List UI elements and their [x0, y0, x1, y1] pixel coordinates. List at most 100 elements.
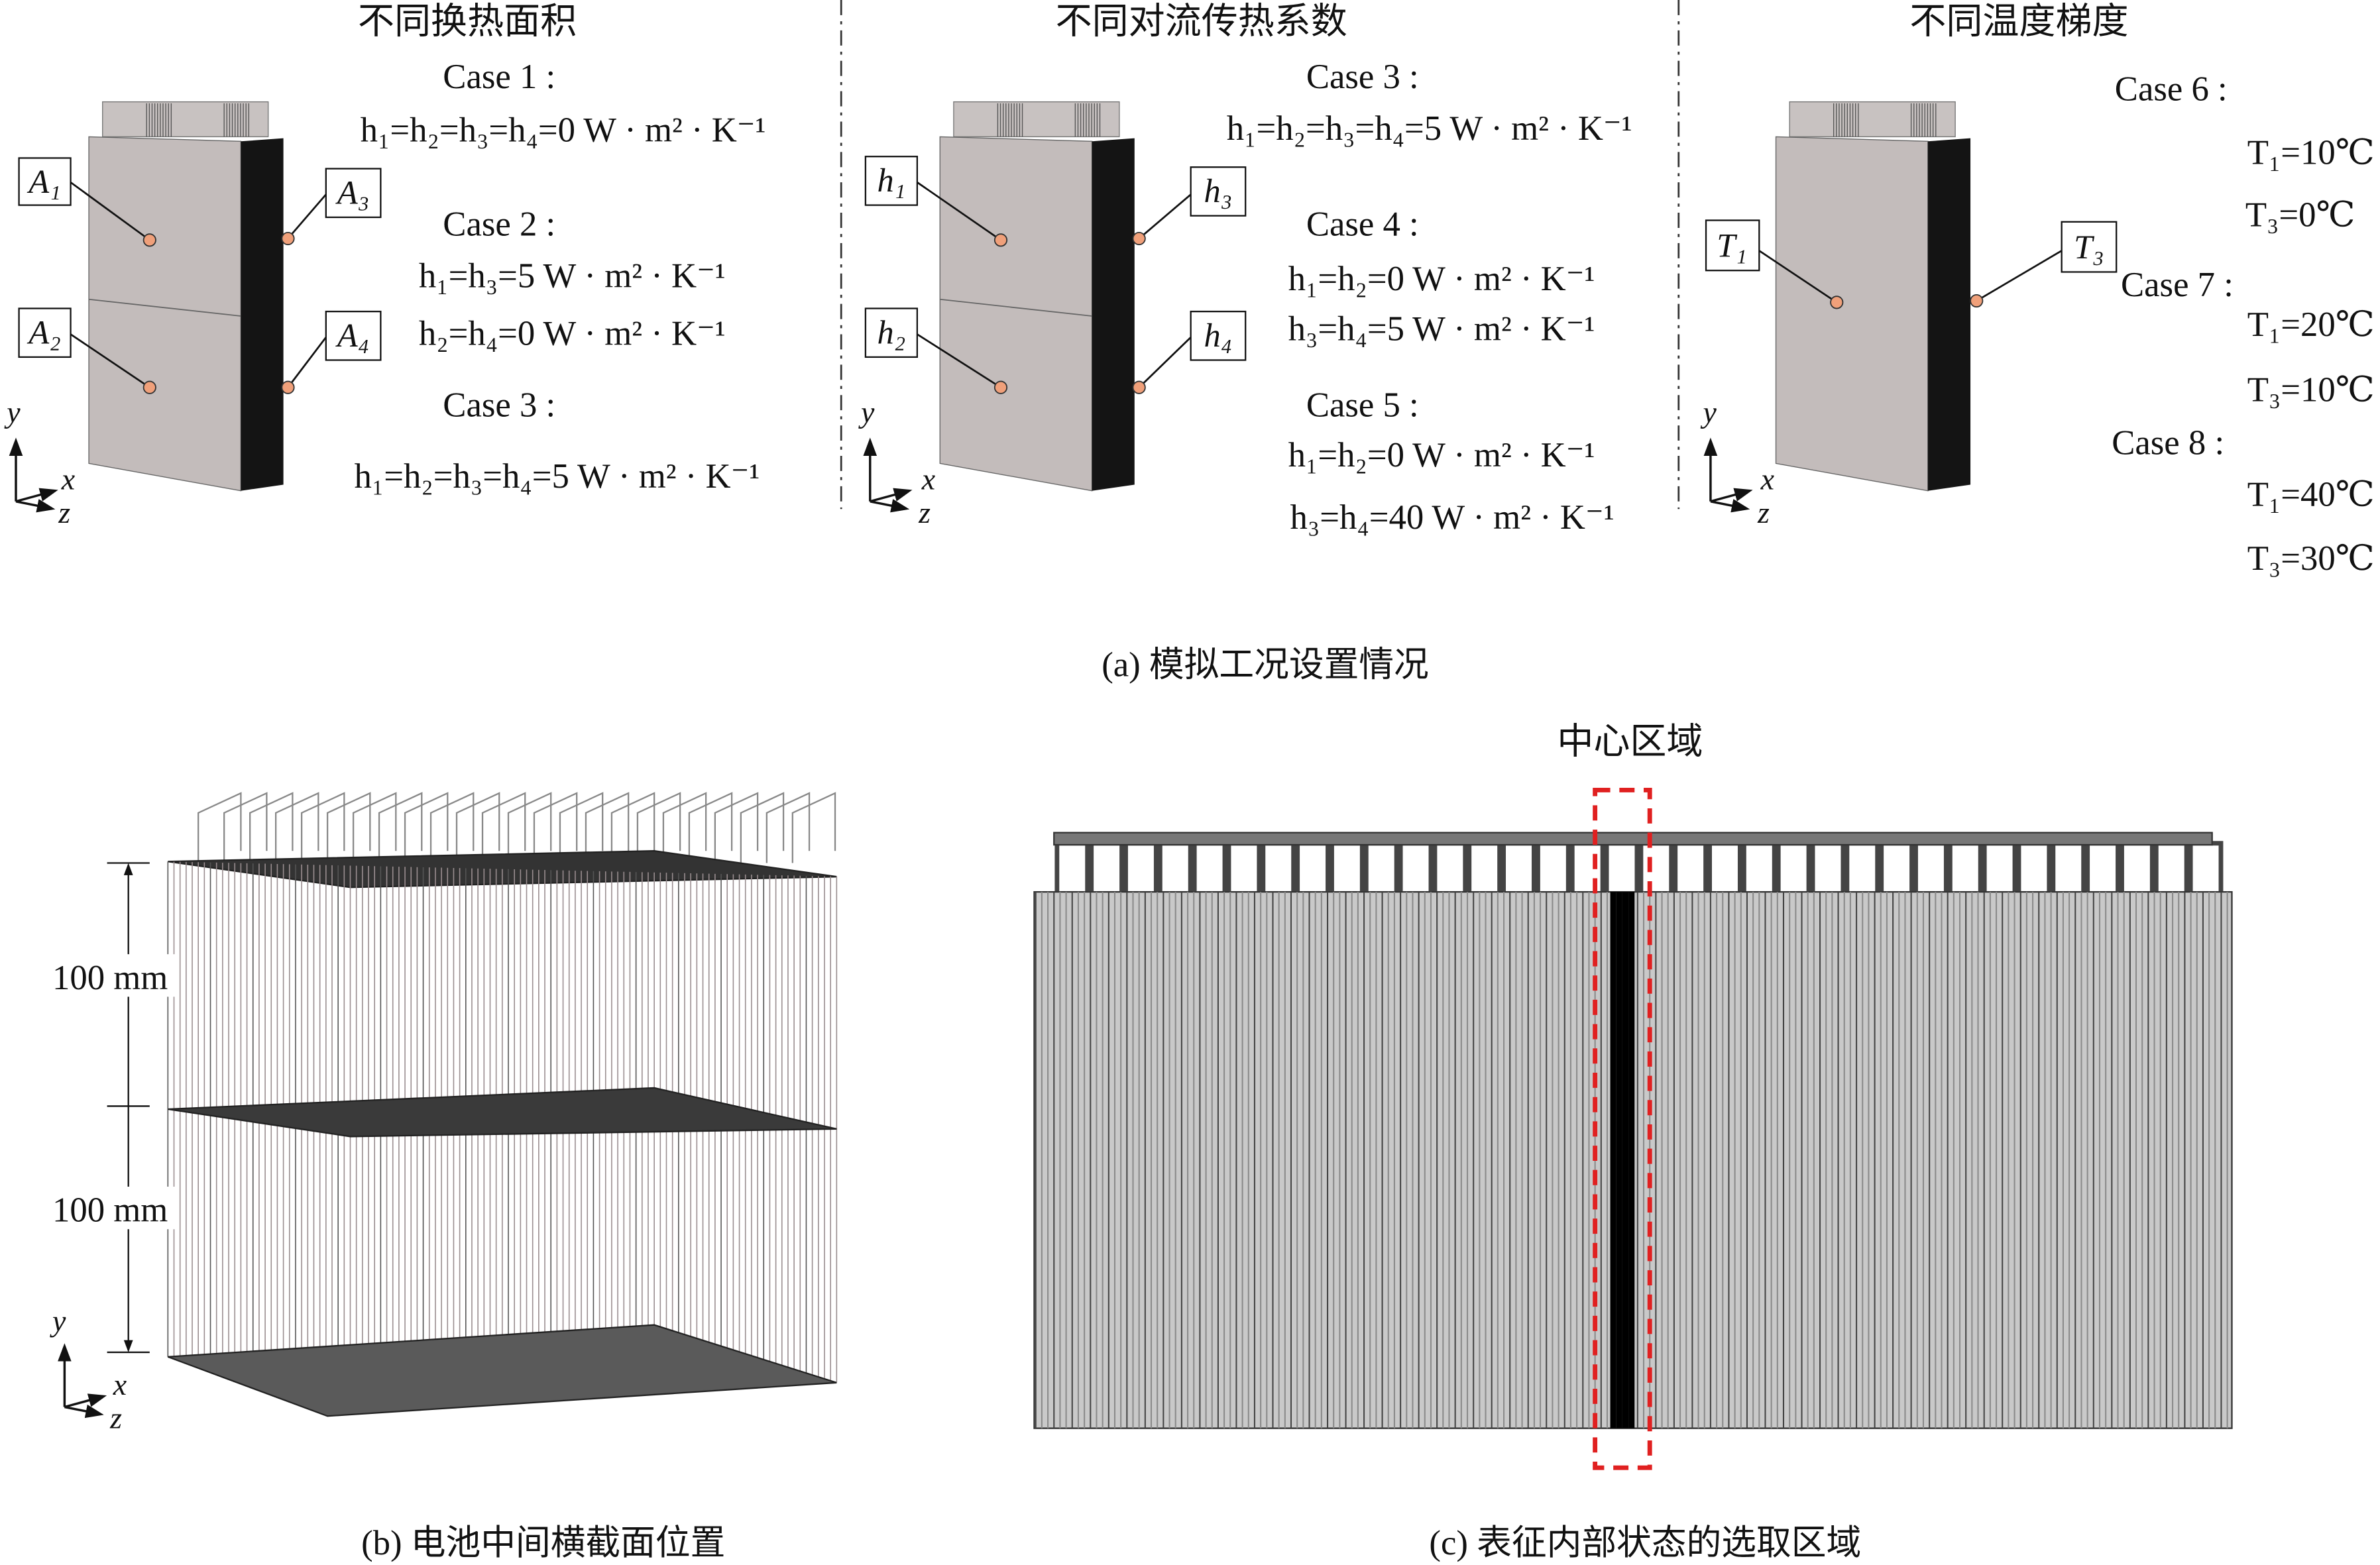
- case-label: Case 3 :: [443, 386, 555, 424]
- leader-line: [287, 193, 327, 239]
- label-t1: T₁: [1717, 227, 1747, 264]
- dimension-bottom: 100 mm: [52, 1191, 168, 1230]
- label-t3: T₃: [2074, 229, 2104, 266]
- case-label: Case 6 :: [2115, 70, 2228, 108]
- tab-frame: [326, 792, 371, 863]
- case-label: Case 7 :: [2121, 266, 2234, 304]
- tab-frame: [1226, 841, 1262, 896]
- area-divider: [940, 298, 1092, 317]
- axis-triad-arrows: [58, 1343, 107, 1419]
- group-title: 不同换热面积: [358, 1, 577, 41]
- tab-frame: [1741, 841, 1777, 896]
- center-region-highlight: [1593, 788, 1652, 1470]
- group-heat-area: 不同换热面积 Case 1 : h₁=h₂=h₃=h₄=0 W · m² · K…: [354, 1, 765, 496]
- z-arrow: [870, 499, 910, 513]
- group-title: 不同对流传热系数: [1056, 1, 1347, 41]
- label-a3: A₃: [335, 174, 369, 211]
- group-temperature: 不同温度梯度 Case 6 : T₁=10℃ T₃=0℃ Case 7 : T₁…: [1909, 1, 2374, 578]
- bottom-plane: [167, 1324, 837, 1417]
- tab-frame: [2188, 841, 2224, 896]
- x-arrow: [1710, 488, 1753, 503]
- leader-line: [917, 182, 1001, 241]
- case-equation: T₃=10℃: [2247, 370, 2375, 409]
- axis-z-label: z: [58, 496, 70, 529]
- x-arrow: [15, 488, 58, 503]
- wireframe-cell: [167, 792, 838, 1417]
- label-a2: A₂: [27, 313, 60, 351]
- surface-labels: A₁ A₂ A₃ A₄ h₁ h₂ h₃ h₄ T₁ T₃: [18, 156, 2118, 361]
- tab-frame: [1295, 841, 1330, 896]
- label-h4: h₄: [1204, 317, 1233, 354]
- tab-frame: [1947, 841, 1983, 896]
- measurement-point: [1970, 294, 1984, 308]
- tab-frame: [1054, 841, 1090, 896]
- tab-frame: [688, 792, 733, 863]
- caption-c: (c) 表征内部状态的选取区域: [1429, 1524, 1861, 1562]
- measurement-point: [142, 380, 156, 394]
- leader-line: [70, 333, 150, 388]
- tab-frame: [1089, 841, 1124, 896]
- case-equation: T₃=30℃: [2247, 539, 2375, 578]
- measurement-point: [1132, 380, 1146, 394]
- z-arrow: [1710, 499, 1750, 513]
- case-label: Case 2 :: [443, 205, 555, 243]
- tab-frame: [610, 792, 655, 863]
- label-h2: h₂: [878, 313, 906, 351]
- tab-frame: [1776, 841, 1811, 896]
- tab-frame: [1192, 841, 1227, 896]
- case-equation: h₁=h₃=5 W · m² · K⁻¹: [419, 256, 726, 295]
- tab-frame: [249, 792, 294, 863]
- tab-frame: [1535, 841, 1571, 896]
- tab-frame: [300, 792, 345, 863]
- tab-frame: [1913, 841, 1949, 896]
- tab-frame: [429, 792, 475, 863]
- battery-cell: [917, 101, 1192, 492]
- tab-frame: [2016, 841, 2052, 896]
- case-label: Case 4 :: [1306, 205, 1419, 243]
- tab-frame: [1157, 841, 1193, 896]
- cell-front-face: [1775, 136, 1929, 492]
- measurement-point: [1132, 231, 1146, 246]
- axis-triad-arrows: [9, 437, 58, 513]
- case-equation: h₃=h₄=5 W · m² · K⁻¹: [1288, 310, 1595, 349]
- axis-z-label: z: [918, 496, 931, 529]
- axis-x-label: x: [1760, 462, 1775, 496]
- group-title: 不同温度梯度: [1909, 1, 2128, 41]
- tab-frame: [1123, 841, 1159, 896]
- case-equation: h₁=h₂=h₃=h₄=5 W · m² · K⁻¹: [1227, 109, 1632, 148]
- tab-frame: [223, 792, 268, 863]
- tab-frame: [1569, 841, 1605, 896]
- axis-y-label: y: [1700, 396, 1717, 429]
- tab-frame: [585, 792, 630, 863]
- cell-side-face: [1927, 138, 1971, 491]
- tab-frame: [1604, 841, 1640, 896]
- tab-frame: [507, 792, 552, 863]
- tab-frame: [533, 792, 578, 863]
- dimension-top: 100 mm: [52, 959, 168, 997]
- tab-frame: [662, 792, 707, 863]
- center-region-label: 中心区域: [1557, 721, 1703, 761]
- case-label: Case 5 :: [1306, 386, 1419, 424]
- battery-cell: [70, 101, 327, 492]
- tab-frame: [378, 792, 423, 863]
- measurement-point: [993, 380, 1008, 394]
- tab-frame: [481, 792, 526, 863]
- tab-frame: [1638, 841, 1674, 896]
- case-equation: h₁=h₂=0 W · m² · K⁻¹: [1288, 436, 1595, 474]
- tab-frame: [1261, 841, 1296, 896]
- z-arrow: [64, 1404, 104, 1419]
- tab-bus: [1053, 832, 2213, 846]
- measurement-point: [142, 233, 156, 247]
- axis-z-label: z: [1757, 496, 1770, 529]
- axis-y-label: y: [4, 396, 21, 429]
- tab-frame: [714, 792, 759, 863]
- x-arrow: [64, 1393, 107, 1409]
- tab-frame: [1501, 841, 1536, 896]
- tab-frame: [559, 792, 604, 863]
- tab-frame: [2153, 841, 2189, 896]
- label-h3: h₃: [1204, 172, 1233, 209]
- tab-frame: [1363, 841, 1399, 896]
- case-equation: T₁=20℃: [2247, 305, 2375, 344]
- leader-line: [70, 182, 150, 241]
